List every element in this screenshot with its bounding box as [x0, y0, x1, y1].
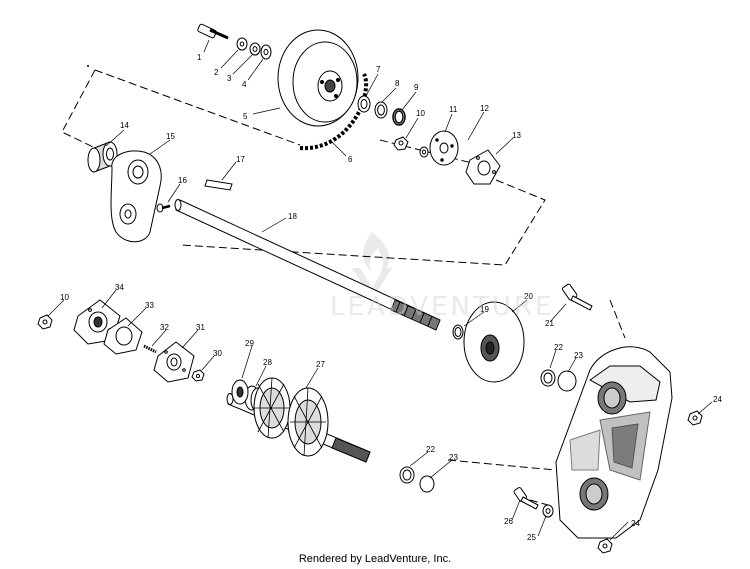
- callout-30: 30: [213, 349, 222, 358]
- bearing-flange-31: [153, 341, 195, 383]
- callout-22-right: 22: [554, 343, 563, 352]
- seal-8: [374, 101, 388, 119]
- callout-14: 14: [120, 121, 129, 130]
- drive-sprocket-right: [287, 387, 329, 457]
- chaincase-housing: [555, 346, 673, 539]
- bushing-22-lower: [399, 466, 415, 484]
- callout-10-top: 10: [416, 109, 425, 118]
- ring-9: [392, 108, 406, 126]
- washer-10b: [419, 146, 429, 158]
- footer-credit: Rendered by LeadVenture, Inc.: [298, 553, 452, 565]
- sprocket-20: [463, 301, 525, 383]
- callout-11: 11: [449, 105, 458, 114]
- callout-20: 20: [524, 292, 533, 301]
- callout-23-lower: 23: [449, 453, 458, 462]
- callout-24-lower: 24: [631, 519, 640, 528]
- nut-10-top: [393, 136, 409, 151]
- seal-23-right: [557, 370, 577, 392]
- callout-29: 29: [245, 339, 254, 348]
- callout-1: 1: [197, 53, 202, 62]
- callout-labels: 1 2 3 4 5 6 7 8 9 10 11 12 13 14 15 16 1…: [60, 53, 722, 542]
- nut-30: [191, 369, 205, 382]
- drive-sprocket-left: [253, 377, 291, 439]
- callout-33: 33: [145, 301, 154, 310]
- callout-13: 13: [512, 131, 521, 140]
- seal-7: [357, 95, 371, 113]
- nut-24-lower: [597, 538, 613, 554]
- leader-lines: [47, 39, 713, 541]
- callout-25: 25: [527, 533, 536, 542]
- shaft-18: [174, 199, 441, 331]
- callout-16: 16: [178, 176, 187, 185]
- callout-34: 34: [115, 283, 124, 292]
- screw-16: [156, 203, 171, 213]
- callout-22-lower: 22: [426, 445, 435, 454]
- bolt-1: [197, 23, 229, 40]
- nut-10-lower: [37, 314, 53, 330]
- callout-15: 15: [166, 132, 175, 141]
- plate-11: [429, 130, 459, 166]
- callout-2: 2: [214, 68, 219, 77]
- bearing-plate-15: [110, 150, 162, 243]
- sprocket-5: [277, 29, 359, 127]
- bearing-flange-13: [465, 149, 501, 185]
- callout-8: 8: [395, 79, 400, 88]
- spring-pin-32: [143, 344, 157, 354]
- bushing-4: [260, 44, 272, 60]
- callout-19: 19: [480, 305, 489, 314]
- callout-27: 27: [316, 360, 325, 369]
- bolt-26: [513, 487, 539, 510]
- spacer-3: [249, 42, 261, 56]
- callout-18: 18: [288, 212, 297, 221]
- callout-24-upper: 24: [713, 395, 722, 404]
- corner-dot: [87, 65, 89, 67]
- key-17: [204, 179, 233, 191]
- bushing-22-right: [540, 369, 556, 387]
- callout-4: 4: [242, 80, 247, 89]
- bolt-21: [561, 283, 593, 311]
- callout-12: 12: [480, 104, 489, 113]
- watermark-text: LEADVENTURE: [330, 292, 555, 322]
- callout-31: 31: [196, 323, 205, 332]
- nut-24-upper: [687, 410, 703, 426]
- callout-6: 6: [348, 155, 353, 164]
- callout-23-right: 23: [574, 351, 583, 360]
- watermark-logo: [352, 232, 392, 300]
- gasket-33: [103, 317, 143, 355]
- callout-3: 3: [227, 74, 232, 83]
- callout-10-lower: 10: [60, 293, 69, 302]
- washer-2: [236, 37, 248, 51]
- callout-7: 7: [376, 65, 381, 74]
- bearing-29: [231, 379, 249, 405]
- callout-32: 32: [160, 323, 169, 332]
- washer-25: [542, 504, 554, 518]
- callout-5: 5: [243, 112, 248, 121]
- callout-28: 28: [263, 358, 272, 367]
- callout-21: 21: [545, 319, 554, 328]
- ring-19: [452, 324, 464, 340]
- callout-9: 9: [414, 83, 419, 92]
- callout-26: 26: [504, 517, 513, 526]
- callout-17: 17: [236, 155, 245, 164]
- seal-23-lower: [419, 475, 435, 493]
